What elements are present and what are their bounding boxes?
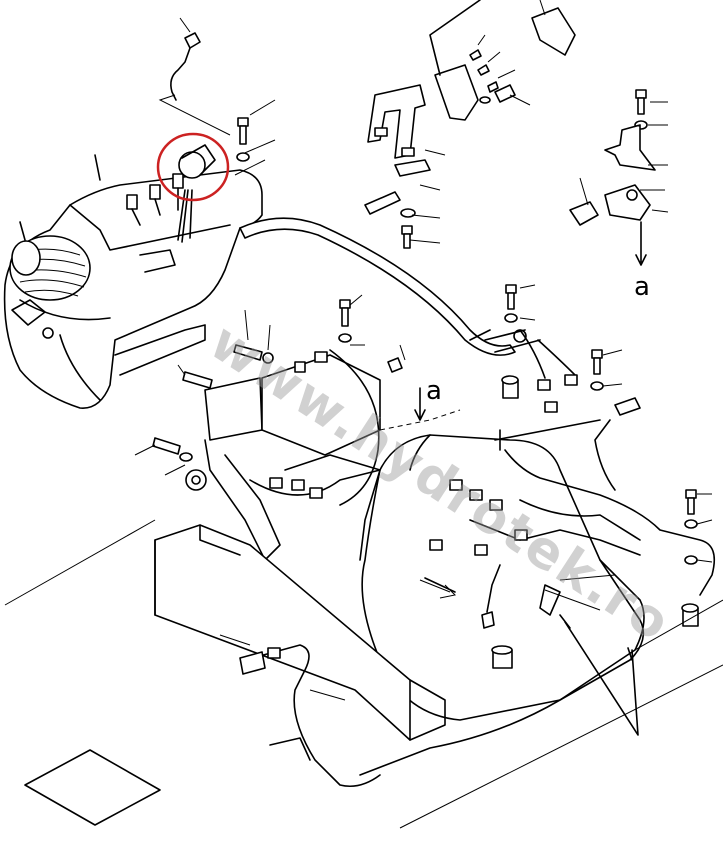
bolts-center <box>134 294 406 491</box>
brackets-top <box>364 0 481 249</box>
frame-line-left <box>4 519 156 606</box>
center-frame <box>204 349 381 561</box>
arrow-icon <box>424 577 456 593</box>
top-left-connector <box>158 17 231 136</box>
right-bolts <box>491 284 713 669</box>
right-harness <box>359 397 716 776</box>
lower-harness <box>239 644 381 788</box>
leader-lines <box>234 99 276 176</box>
small-parts-top <box>469 0 576 106</box>
base-plate <box>154 524 446 741</box>
left-console <box>3 169 263 409</box>
relay-detail <box>569 89 669 266</box>
pointer-arrows <box>559 614 639 736</box>
bolt-icon <box>237 117 249 145</box>
cover-plate <box>24 749 161 826</box>
right-console <box>359 434 645 721</box>
joystick-icon <box>9 235 91 339</box>
view-a-label-top: a <box>634 272 650 302</box>
dashed-line <box>379 409 461 431</box>
main-harness <box>239 217 578 413</box>
view-a-label-center: a <box>426 376 442 406</box>
washer-icon <box>236 152 250 162</box>
highlight-circle <box>156 132 230 202</box>
leader-lines <box>469 329 601 441</box>
frame-line-right <box>634 599 723 651</box>
arrow-icon <box>94 154 101 181</box>
leader-line <box>19 221 26 241</box>
frame-line-bottom <box>399 664 723 829</box>
arrow-icon <box>414 387 426 421</box>
